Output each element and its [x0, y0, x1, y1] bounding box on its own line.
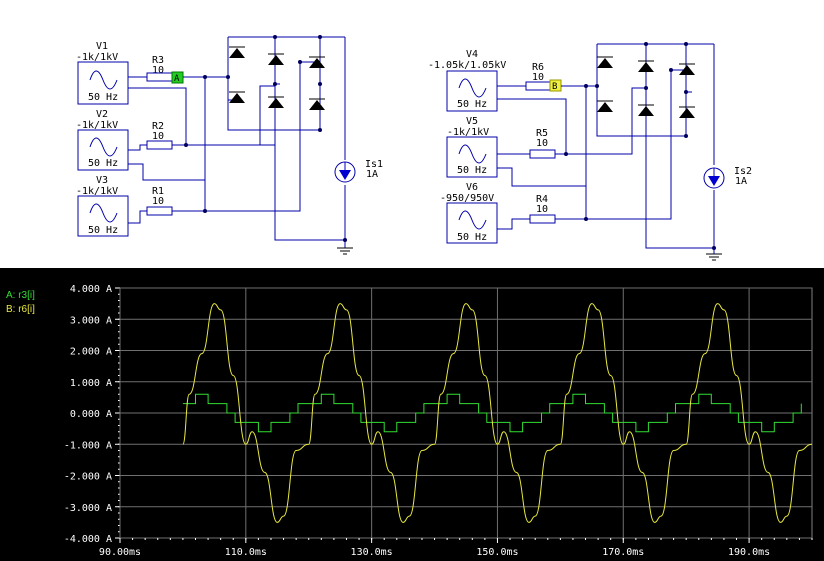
arrow-down-icon [339, 170, 351, 180]
diode [268, 98, 284, 108]
sine-icon [458, 78, 487, 98]
r3-value: 10 [152, 65, 164, 76]
sine-icon [458, 210, 487, 230]
r4-name: R4 [536, 194, 548, 205]
is2-name: Is2 [734, 166, 752, 177]
y-tick-label: -4.000 A [64, 534, 112, 545]
plot-area: 4.000 A 3.000 A 2.000 A 1.000 A 0.000 A -1.00… [64, 284, 813, 558]
legend-series-b: B: r6[i] [6, 304, 35, 315]
v1-freq: 50 Hz [88, 92, 118, 103]
v3-source[interactable] [77, 195, 129, 237]
diode [309, 100, 325, 110]
r2-resistor[interactable] [146, 140, 173, 150]
x-tick-label: 110.0ms [225, 547, 267, 558]
junctions-2 [564, 42, 716, 250]
circuit-schematic: V1 -1k/1kV 50 Hz V2 -1k/1kV 50 Hz V3 -1k… [0, 0, 824, 268]
r5-name: R5 [536, 128, 548, 139]
r6-value: 10 [532, 72, 544, 83]
probe-b-label: B [552, 82, 557, 92]
v6-freq: 50 Hz [457, 232, 487, 243]
v4-freq: 50 Hz [457, 99, 487, 110]
r5-value: 10 [536, 138, 548, 149]
x-tick-label: 150.0ms [476, 547, 518, 558]
circuit-1: V1 -1k/1kV 50 Hz V2 -1k/1kV 50 Hz V3 -1k… [76, 35, 383, 255]
r2-value: 10 [152, 131, 164, 142]
r6-resistor[interactable] [525, 81, 552, 91]
x-tick-label: 90.00ms [99, 547, 141, 558]
v4-source[interactable] [446, 70, 498, 112]
r3-resistor[interactable] [146, 72, 173, 82]
diode [638, 106, 654, 116]
series-line-b [182, 303, 813, 523]
v2-freq: 50 Hz [88, 158, 118, 169]
v2-source[interactable] [77, 129, 129, 171]
r1-value: 10 [152, 196, 164, 207]
r4-resistor[interactable] [529, 214, 556, 224]
y-tick-label: -1.000 A [64, 440, 112, 451]
diode [597, 58, 613, 68]
sine-icon [458, 144, 487, 164]
v1-source[interactable] [77, 61, 129, 105]
v4-range: -1.05k/1.05kV [428, 60, 506, 71]
diode [268, 55, 284, 65]
v3-name: V3 [96, 175, 108, 186]
v5-name: V5 [466, 116, 478, 127]
ground-icon [337, 247, 353, 255]
r1-resistor[interactable] [146, 206, 173, 216]
sine-icon [89, 203, 118, 223]
y-tick-label: -3.000 A [64, 503, 112, 514]
v1-range: -1k/1kV [76, 52, 118, 63]
v2-name: V2 [96, 109, 108, 120]
diode [309, 58, 325, 68]
v6-source[interactable] [446, 202, 498, 244]
legend-series-a: A: r3[i] [6, 290, 35, 301]
r6-name: R6 [532, 62, 544, 73]
is1-value: 1A [366, 169, 378, 180]
y-tick-label: 2.000 A [70, 347, 112, 358]
x-tick-label: 190.0ms [728, 547, 770, 558]
x-tick-label: 170.0ms [602, 547, 644, 558]
is1-name: Is1 [365, 159, 383, 170]
v6-name: V6 [466, 182, 478, 193]
bridge-diodes-2 [597, 56, 695, 118]
diode [638, 62, 654, 72]
r2-name: R2 [152, 121, 164, 132]
diode [597, 102, 613, 112]
v2-range: -1k/1kV [76, 120, 118, 131]
r1-name: R1 [152, 186, 164, 197]
r5-resistor[interactable] [529, 149, 556, 159]
oscilloscope-plot[interactable]: A: r3[i] B: r6[i] 4.000 A 3.000 A 2.000 A 1… [0, 268, 824, 561]
v4-name: V4 [466, 49, 478, 60]
y-tick-label: -2.000 A [64, 472, 112, 483]
y-tick-label: 1.000 A [70, 378, 112, 389]
diode [229, 93, 245, 103]
bridge-diodes-1 [229, 46, 325, 110]
ground-icon [706, 248, 722, 261]
v5-freq: 50 Hz [457, 165, 487, 176]
v5-source[interactable] [446, 136, 498, 178]
junctions-1 [184, 35, 347, 242]
v3-freq: 50 Hz [88, 225, 118, 236]
diode [679, 65, 695, 75]
circuit-2: V4 -1.05k/1.05kV 50 Hz V5 -1k/1kV 50 Hz … [428, 42, 752, 261]
v5-range: -1k/1kV [447, 127, 489, 138]
v3-range: -1k/1kV [76, 186, 118, 197]
y-tick-label: 3.000 A [70, 315, 112, 326]
sine-icon [89, 70, 118, 90]
v6-range: -950/950V [440, 193, 494, 204]
r3-name: R3 [152, 55, 164, 66]
diode [679, 108, 695, 118]
diode [229, 48, 245, 58]
r4-value: 10 [536, 204, 548, 215]
probe-a-label: A [174, 74, 180, 84]
is2-value: 1A [735, 176, 747, 187]
sine-icon [89, 137, 118, 157]
arrow-down-icon [708, 176, 720, 186]
v1-name: V1 [96, 41, 108, 52]
y-tick-label: 4.000 A [70, 284, 112, 295]
x-tick-label: 130.0ms [351, 547, 393, 558]
y-tick-label: 0.000 A [70, 409, 112, 420]
